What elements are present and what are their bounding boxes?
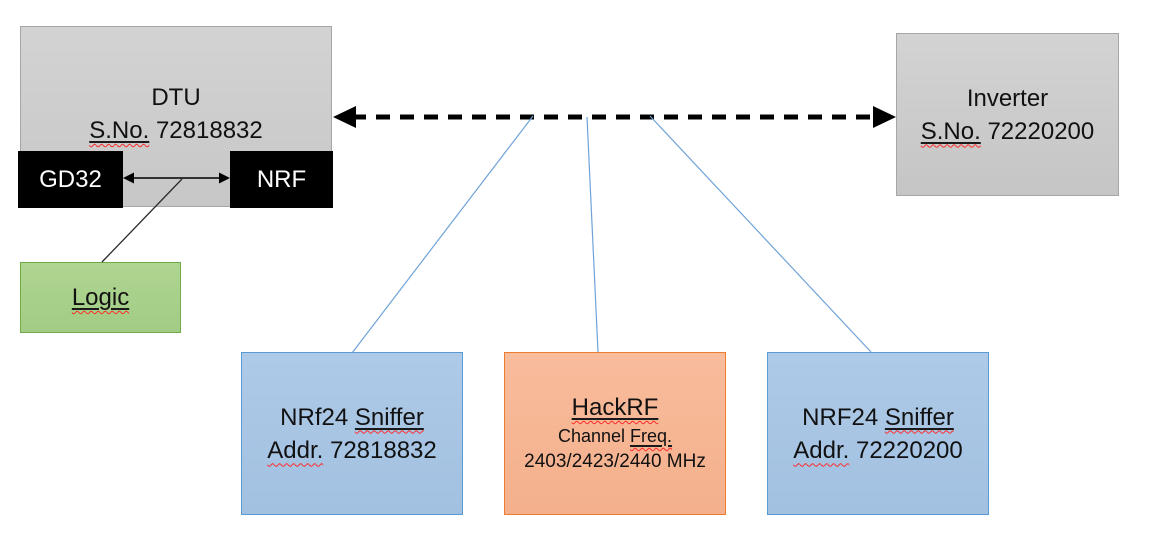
sniffer-left-box: NRf24 Sniffer Addr. 72818832 [241,352,463,515]
inverter-box: Inverter S.No. 72220200 [896,33,1119,196]
dtu-inverter-dashed-link [333,106,896,128]
dtu-serial-label: S.No. [89,117,150,144]
inverter-serial-number: 72220200 [987,117,1095,145]
dtu-text: DTU S.No. 72818832 [21,81,331,147]
logic-label: Logic [71,284,130,311]
gd32-label: GD32 [39,165,102,193]
gd32-chip: GD32 [18,151,123,208]
sniffer-left-title: NRf24 Sniffer [280,403,424,431]
dtu-title: DTU [151,84,201,111]
hackrf-frequencies: 2403/2423/2440 MHz [524,451,706,472]
arrowhead-left-icon [333,106,356,128]
dtu-serial-number: 72818832 [155,117,263,144]
logic-box: Logic [20,262,181,333]
nrf-chip: NRF [230,151,333,208]
inverter-serial-label: S.No. [920,117,981,145]
inverter-title: Inverter [966,84,1049,112]
arrowhead-right-icon [873,106,896,128]
tap-line-right [649,115,872,353]
inverter-serial: S.No. 72220200 [921,115,1094,148]
dtu-serial: S.No. 72818832 [21,114,331,147]
tap-line-left [351,115,534,354]
hackrf-title: HackRF [571,394,659,421]
sniffer-right-box: NRF24 Sniffer Addr. 72220200 [767,352,989,515]
sniffer-left-addr: Addr. 72818832 [267,436,437,464]
tap-line-center [586,116,599,353]
hackrf-channel-freq: Channel Freq. [557,426,673,446]
hackrf-box: HackRF Channel Freq. 2403/2423/2440 MHz [504,352,726,515]
nrf-label: NRF [256,165,307,193]
sniffer-right-title: NRF24 Sniffer [802,403,954,431]
sniffer-right-addr: Addr. 72220200 [793,436,963,464]
